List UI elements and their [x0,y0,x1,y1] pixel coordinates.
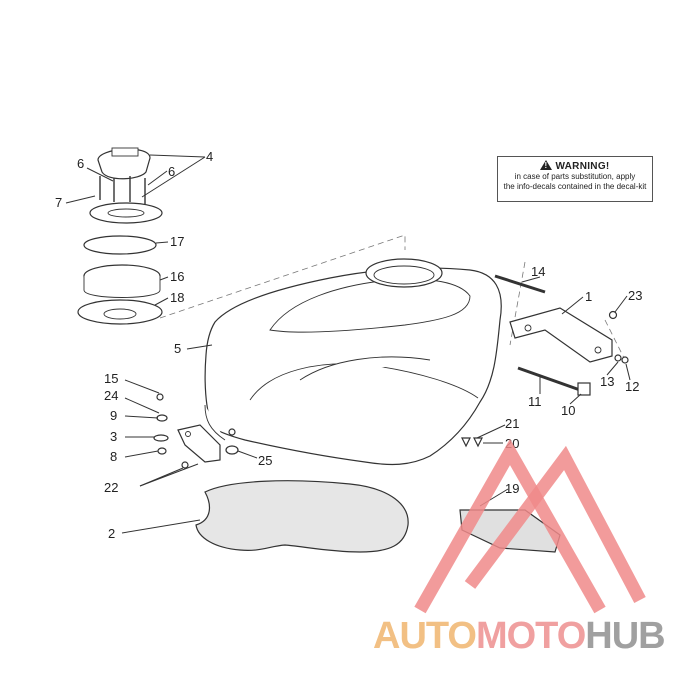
nut-12 [621,356,629,364]
callout-6-right: 6 [168,164,175,179]
mounting-bracket [509,307,613,363]
filler-plate [77,299,163,325]
brand-auto: AUTO [373,615,477,657]
callout-13: 13 [600,374,614,389]
washer-13 [614,354,622,362]
callout-17: 17 [170,234,184,249]
callout-labels: 4 6 6 7 17 16 18 5 14 1 23 13 12 11 10 2… [55,149,642,541]
watermark-logo-icon [414,438,646,614]
fuel-cap [89,147,163,224]
callout-24: 24 [104,388,118,403]
callout-1: 1 [585,289,592,304]
filler-ring [83,264,161,298]
callout-3: 3 [110,429,117,444]
warning-line-2: the info-decals contained in the decal-k… [503,182,647,191]
screws-20-21 [461,437,483,448]
callout-14: 14 [531,264,545,279]
callout-4: 4 [206,149,213,164]
screw-23 [608,310,618,320]
callout-19: 19 [505,481,519,496]
warning-icon [540,160,553,170]
cap-bolts [99,176,146,204]
tank-pad [195,480,409,553]
callout-11: 11 [528,394,542,409]
rod-14 [494,274,546,294]
warning-line-1: in case of parts substitution, apply [514,172,636,181]
brand-hub: HUB [585,615,665,657]
fuel-tank [204,258,502,466]
callout-23: 23 [628,288,642,303]
callout-5: 5 [174,341,181,356]
callout-22: 22 [104,480,118,495]
callout-8: 8 [110,449,117,464]
callout-15: 15 [104,371,118,386]
bushing-10 [577,382,591,396]
callout-7: 7 [55,195,62,210]
rod-11 [517,366,581,392]
warning-title: WARNING! [498,160,652,172]
warning-box: WARNING! in case of parts substitution, … [497,156,653,202]
gasket-ring [83,235,157,255]
watermark-brand: AUTOMOTOHUB [373,614,666,658]
rear-bracket [153,393,239,469]
callout-6-left: 6 [77,156,84,171]
callout-9: 9 [110,408,117,423]
callout-25: 25 [258,453,272,468]
callout-16: 16 [170,269,184,284]
callout-10: 10 [561,403,575,418]
callout-18: 18 [170,290,184,305]
callout-12: 12 [625,379,639,394]
brand-moto: MOTO [475,615,586,657]
callout-21: 21 [505,416,519,431]
callout-2: 2 [108,526,115,541]
